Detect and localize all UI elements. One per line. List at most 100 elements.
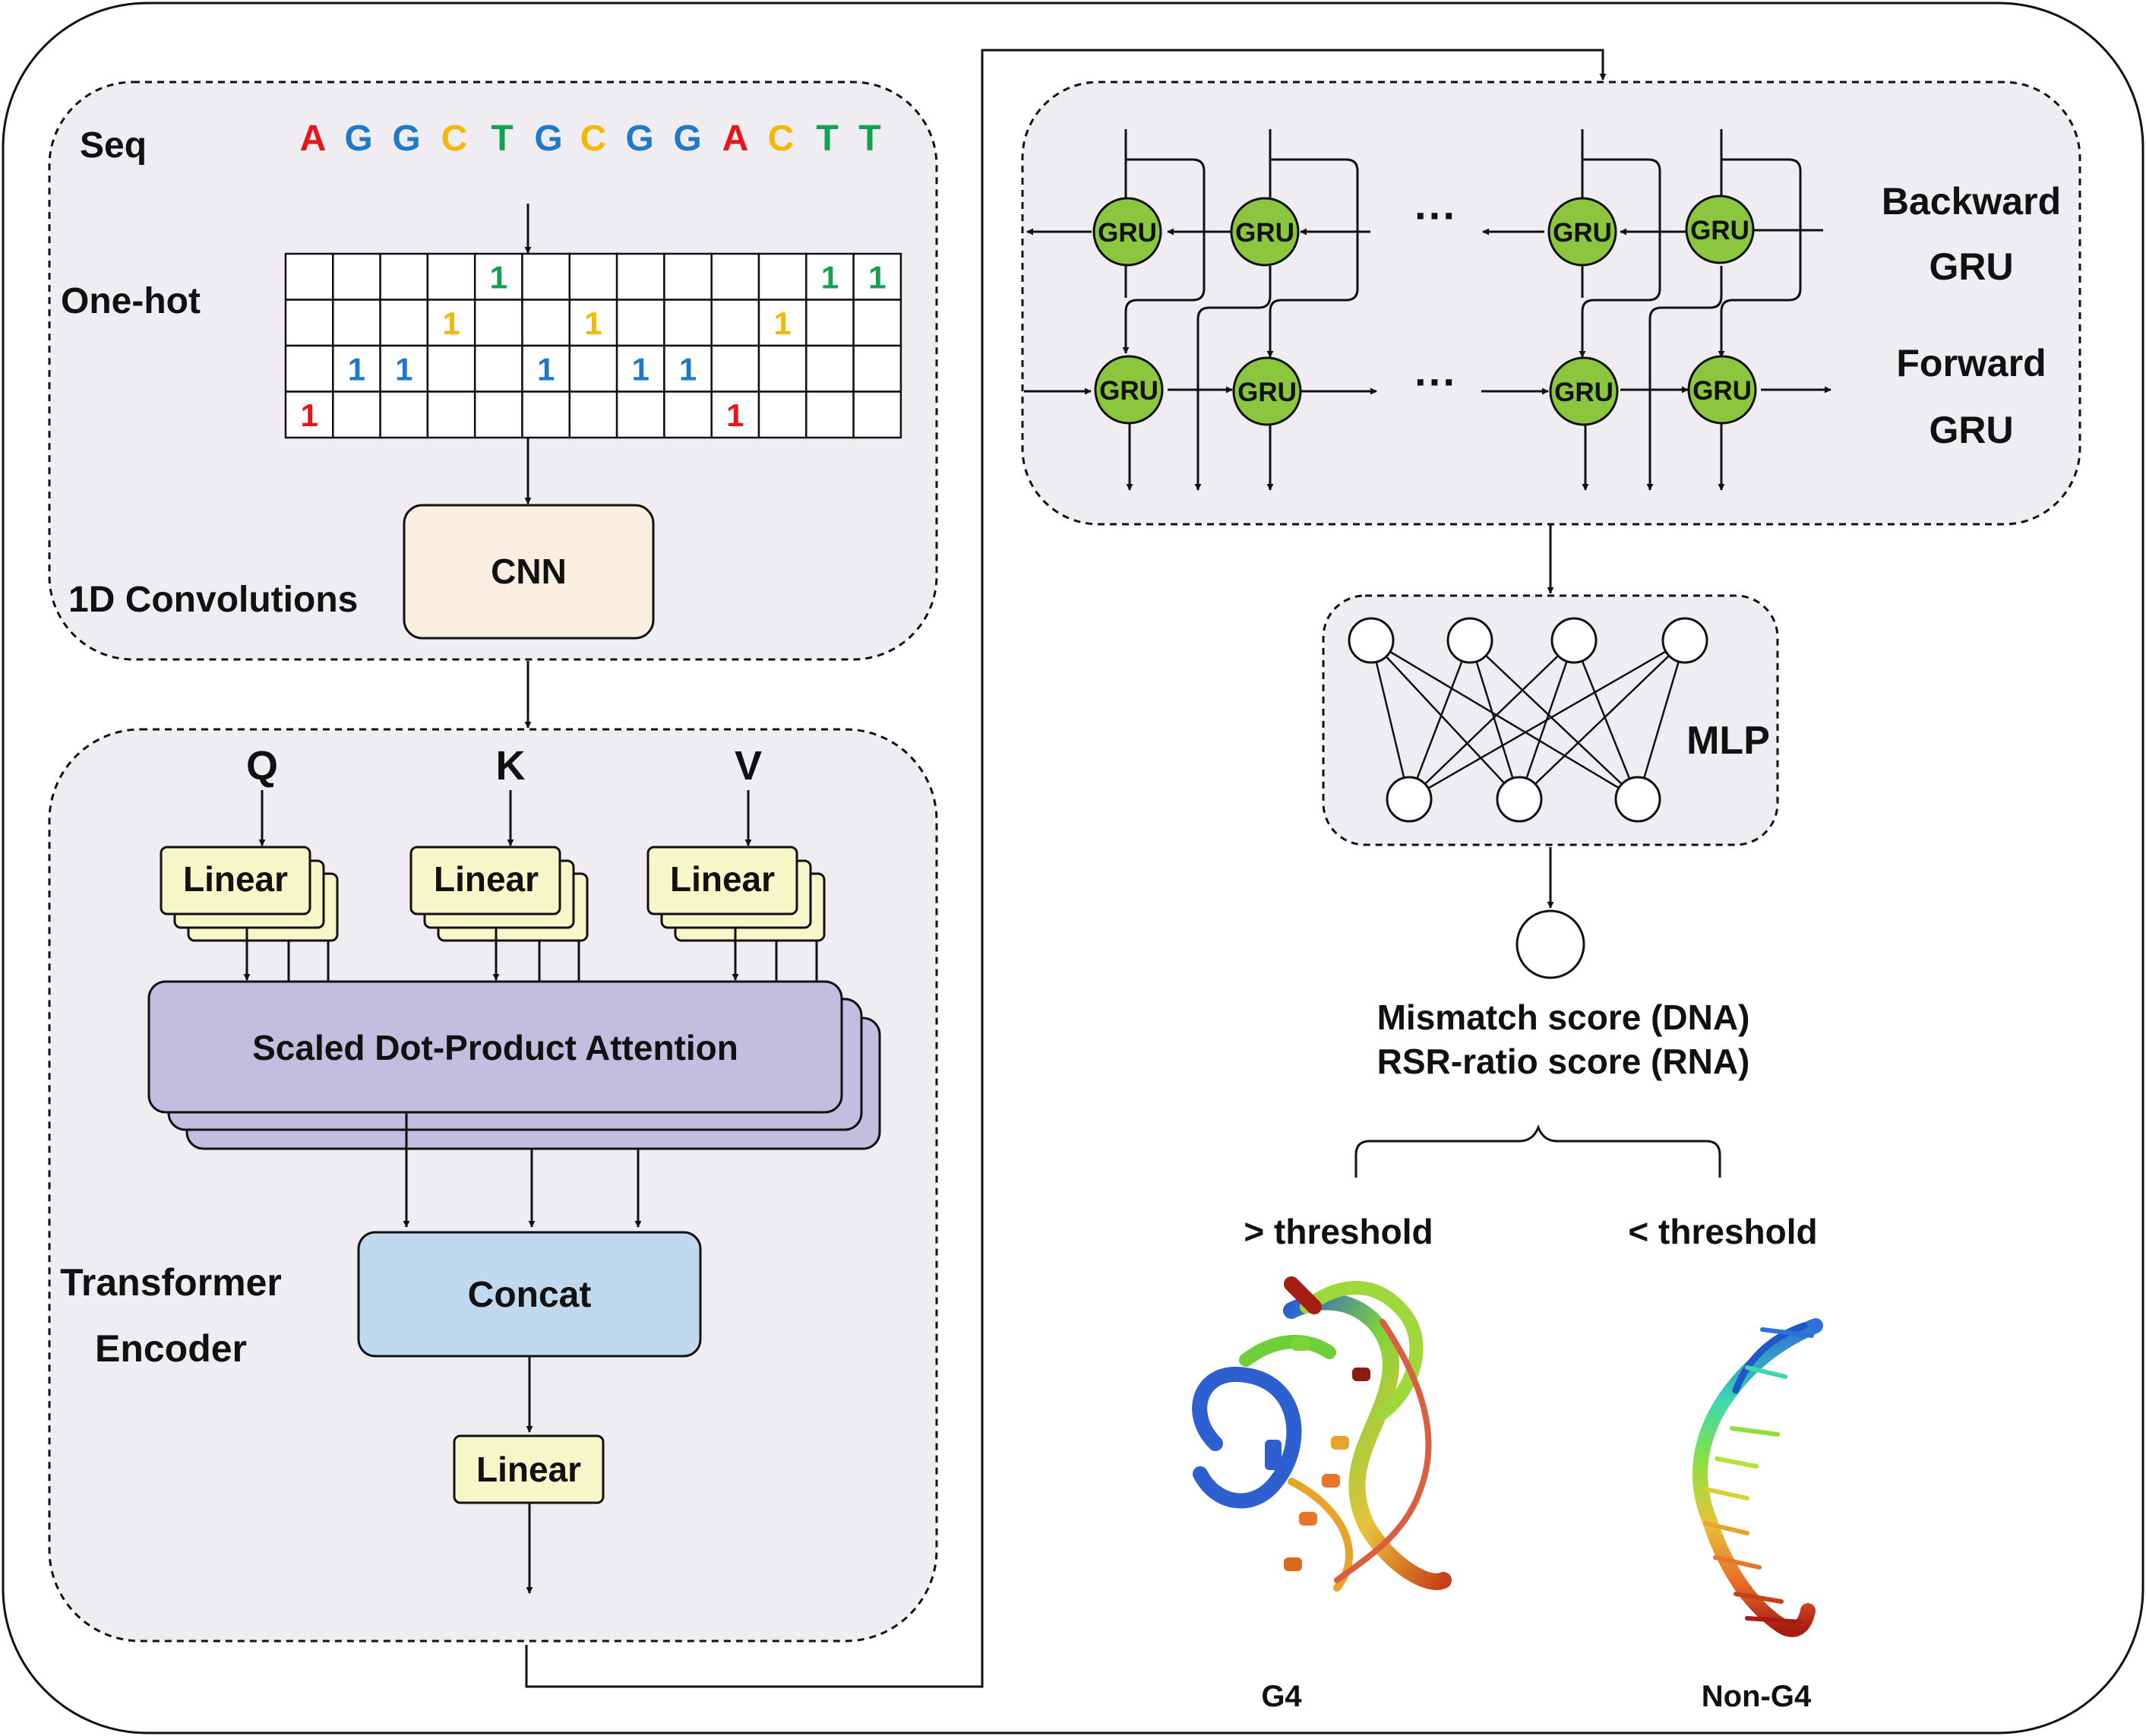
onehot-one: 1 bbox=[348, 351, 365, 387]
mlp-input-node bbox=[1446, 617, 1493, 664]
cnn-label: CNN bbox=[491, 552, 567, 591]
gru-ellipsis-forward: ··· bbox=[1414, 358, 1457, 406]
onehot-cell bbox=[805, 391, 855, 439]
onehot-cell bbox=[710, 299, 760, 347]
mlp-output-node bbox=[1386, 776, 1433, 823]
onehot-cell bbox=[663, 299, 713, 347]
onehot-cell bbox=[568, 344, 618, 393]
attention-stack: Scaled Dot-Product Attention bbox=[147, 980, 881, 1150]
transformer-to-gru-connector bbox=[525, 49, 1607, 1688]
onehot-cell bbox=[852, 299, 902, 347]
sequence-letter: G bbox=[625, 119, 653, 159]
attention-box bbox=[147, 980, 843, 1114]
onehot-cell bbox=[379, 344, 429, 393]
q-linear-label: Linear bbox=[183, 859, 288, 899]
gru-cell-label: GRU bbox=[1099, 376, 1158, 406]
gru-cell-fw-3: GRU bbox=[1549, 356, 1619, 426]
v-linear-label: Linear bbox=[670, 859, 775, 899]
gru-cell-bw-2: GRU bbox=[1230, 197, 1300, 267]
onehot-cell bbox=[615, 299, 665, 347]
onehot-cell bbox=[757, 391, 808, 439]
sequence-letter: A bbox=[300, 119, 327, 159]
sequence-letter: T bbox=[858, 119, 880, 159]
onehot-cell bbox=[852, 344, 902, 393]
onehot-cell bbox=[568, 252, 618, 301]
onehot-cell bbox=[805, 252, 855, 301]
transformer-label-line2: Encoder bbox=[95, 1327, 247, 1370]
gru-ellipsis-backward: ··· bbox=[1414, 191, 1457, 239]
onehot-cell bbox=[757, 252, 808, 301]
onehot-one: 1 bbox=[300, 397, 318, 433]
onehot-cell bbox=[521, 391, 571, 439]
concat-label: Concat bbox=[468, 1275, 592, 1315]
k-linear-label: Linear bbox=[434, 859, 539, 899]
k-label: K bbox=[496, 743, 526, 789]
onehot-cell bbox=[615, 252, 665, 301]
onehot-cell bbox=[710, 344, 760, 393]
sequence-letter: C bbox=[441, 119, 468, 159]
sequence-letter: T bbox=[816, 119, 838, 159]
sequence-letter: A bbox=[722, 119, 749, 159]
gru-cell-label: GRU bbox=[1098, 218, 1157, 248]
v-label: V bbox=[735, 743, 762, 789]
threshold-brace bbox=[1354, 1124, 1721, 1178]
onehot-cell bbox=[663, 391, 713, 439]
onehot-one: 1 bbox=[632, 351, 649, 387]
g4-label: G4 bbox=[1261, 1680, 1302, 1713]
onehot-cell bbox=[852, 391, 902, 439]
onehot-cell bbox=[852, 252, 902, 301]
onehot-one: 1 bbox=[773, 305, 791, 341]
transformer-label-line1: Transformer bbox=[60, 1261, 282, 1304]
g4-structure-image bbox=[1192, 1276, 1452, 1592]
score-node bbox=[1515, 909, 1585, 979]
onehot-cell bbox=[284, 344, 334, 393]
q-label: Q bbox=[246, 743, 278, 789]
onehot-cell bbox=[426, 299, 476, 347]
gru-cell-bw-1: GRU bbox=[1092, 197, 1162, 267]
output-linear-label: Linear bbox=[476, 1450, 581, 1489]
v-linear-box bbox=[646, 846, 798, 915]
onehot-cell bbox=[379, 252, 429, 301]
onehot-cell bbox=[757, 344, 808, 393]
sequence-letter: G bbox=[673, 119, 701, 159]
v-linear-stack: Linear bbox=[646, 790, 826, 982]
onehot-one: 1 bbox=[726, 397, 744, 433]
mlp-input-node bbox=[1550, 617, 1598, 664]
gru-cell-fw-1: GRU bbox=[1094, 355, 1164, 425]
gru-cell-bw-3: GRU bbox=[1547, 197, 1617, 267]
forward-label-line2: GRU bbox=[1929, 409, 2013, 451]
sequence-letter: C bbox=[580, 119, 607, 159]
sequence-letter: G bbox=[534, 119, 562, 159]
onehot-cell bbox=[805, 344, 855, 393]
onehot-cell bbox=[426, 252, 476, 301]
gru-cell-label: GRU bbox=[1237, 378, 1297, 407]
onehot-cell bbox=[473, 299, 523, 347]
onehot-cell bbox=[332, 391, 381, 439]
mlp-input-node bbox=[1348, 617, 1395, 664]
onehot-cell bbox=[332, 299, 381, 347]
k-linear-box bbox=[409, 846, 561, 915]
conv-label: 1D Convolutions bbox=[68, 580, 358, 620]
k-linear-stack: Linear bbox=[409, 790, 589, 982]
mlp-nodes bbox=[1348, 617, 1708, 823]
q-linear-box bbox=[160, 846, 311, 915]
sequence-letter: G bbox=[392, 119, 420, 159]
attention-label: Scaled Dot-Product Attention bbox=[252, 1028, 738, 1067]
gru-cell-bw-4: GRU bbox=[1685, 194, 1755, 264]
mlp-input-node bbox=[1661, 617, 1708, 664]
backward-label-line2: GRU bbox=[1929, 245, 2013, 288]
transformer-panel bbox=[48, 728, 938, 1643]
forward-label-line1: Forward bbox=[1896, 342, 2046, 384]
mlp-edges bbox=[1370, 639, 1686, 801]
onehot-cell bbox=[284, 299, 334, 347]
gru-cell-fw-2: GRU bbox=[1232, 356, 1302, 426]
sequence-letter: T bbox=[491, 119, 513, 159]
onehot-one: 1 bbox=[679, 351, 697, 387]
mlp-output-node bbox=[1614, 776, 1661, 823]
onehot-one: 1 bbox=[395, 351, 412, 387]
onehot-cell bbox=[710, 252, 760, 301]
onehot-one: 1 bbox=[821, 259, 839, 295]
onehot-cell bbox=[663, 252, 713, 301]
